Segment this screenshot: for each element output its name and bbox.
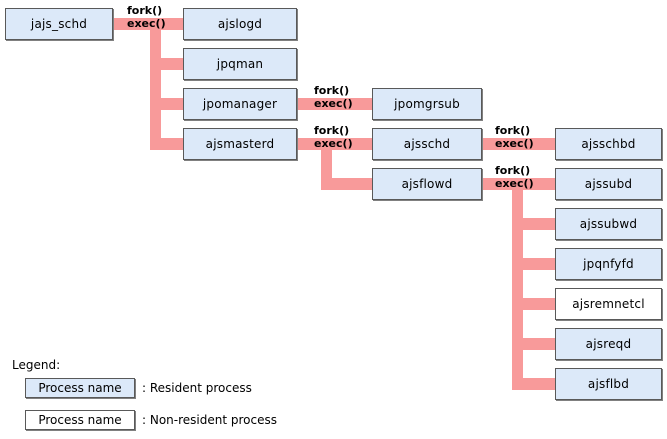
- legend-swatch-label: Process name: [38, 413, 122, 427]
- fork-call-text: fork(): [127, 4, 163, 17]
- legend-swatch-resident: Process name: [25, 378, 135, 398]
- process-box-jajs_schd: jajs_schd: [5, 8, 113, 40]
- process-box-ajsremnetcl: ajsremnetcl: [555, 288, 662, 320]
- fork-call-text: fork(): [314, 84, 350, 97]
- fork-call-text: fork(): [495, 164, 531, 177]
- process-box-jpqnfyfd: jpqnfyfd: [555, 248, 662, 280]
- legend-description-nonresident: : Non-resident process: [142, 413, 277, 427]
- connector-c1-to-ajsmas: [150, 138, 183, 150]
- process-box-ajsmasterd: ajsmasterd: [183, 128, 297, 160]
- process-name-label: jpomanager: [202, 97, 278, 111]
- process-name-label: jpomgrsub: [394, 97, 460, 111]
- connector-c5-to-subwd: [512, 218, 555, 230]
- connector-c1-to-jpqman: [150, 58, 183, 70]
- connector-c5-to-flbd: [512, 378, 555, 390]
- fork-exec-label-call-3: fork()exec(): [314, 124, 353, 150]
- fork-exec-label-call-2: fork()exec(): [314, 84, 353, 110]
- process-box-jpomanager: jpomanager: [183, 88, 297, 120]
- process-name-label: ajsmasterd: [205, 137, 275, 151]
- connector-c1-to-jpoman: [150, 98, 183, 110]
- process-name-label: ajssubwd: [579, 217, 638, 231]
- legend-swatch-nonresident: Process name: [25, 410, 135, 430]
- process-box-ajssubd: ajssubd: [555, 168, 662, 200]
- process-name-label: ajsschd: [403, 137, 451, 151]
- process-name-label: jpqman: [216, 57, 264, 71]
- process-box-ajssubwd: ajssubwd: [555, 208, 662, 240]
- connector-c3-stub: [297, 138, 372, 150]
- exec-call-text: exec(): [495, 137, 534, 150]
- process-name-label: ajsreqd: [585, 337, 632, 351]
- legend-title: Legend:: [12, 358, 61, 372]
- process-name-label: ajssubd: [584, 177, 633, 191]
- fork-exec-label-call-4: fork()exec(): [495, 124, 534, 150]
- exec-call-text: exec(): [495, 177, 534, 190]
- connector-c5-to-remnet: [512, 298, 555, 310]
- process-box-ajsschd: ajsschd: [372, 128, 482, 160]
- connector-c5-trunk: [512, 178, 523, 390]
- connector-c3-trunk: [321, 138, 332, 190]
- process-box-ajsschbd: ajsschbd: [555, 128, 662, 160]
- process-box-jpomgrsub: jpomgrsub: [372, 88, 482, 120]
- connector-c5-to-reqd: [512, 338, 555, 350]
- process-name-label: jpqnfyfd: [583, 257, 634, 271]
- process-box-ajslogd: ajslogd: [183, 8, 297, 40]
- exec-call-text: exec(): [314, 137, 353, 150]
- process-box-jpqman: jpqman: [183, 48, 297, 80]
- process-box-ajsflbd: ajsflbd: [555, 368, 662, 400]
- process-name-label: ajsschbd: [581, 137, 636, 151]
- connector-c1-trunk: [150, 18, 161, 150]
- connector-c5-to-nfyfd: [512, 258, 555, 270]
- connector-c4-stub: [482, 138, 555, 150]
- process-box-ajsreqd: ajsreqd: [555, 328, 662, 360]
- process-name-label: ajsflowd: [401, 177, 453, 191]
- process-name-label: jajs_schd: [30, 17, 88, 31]
- exec-call-text: exec(): [127, 17, 166, 30]
- process-box-ajsflowd: ajsflowd: [372, 168, 482, 200]
- fork-exec-label-call-1: fork()exec(): [127, 4, 166, 30]
- process-name-label: ajsremnetcl: [572, 297, 645, 311]
- legend-swatch-label: Process name: [38, 381, 122, 395]
- legend-description-resident: : Resident process: [142, 381, 252, 395]
- exec-call-text: exec(): [314, 97, 353, 110]
- fork-exec-label-call-5: fork()exec(): [495, 164, 534, 190]
- connector-c2-stub: [297, 98, 372, 110]
- fork-call-text: fork(): [495, 124, 531, 137]
- fork-call-text: fork(): [314, 124, 350, 137]
- connector-c3-to-flowd: [321, 178, 372, 190]
- process-name-label: ajsflbd: [587, 377, 630, 391]
- process-name-label: ajslogd: [217, 17, 263, 31]
- connector-c1-stub: [113, 18, 183, 30]
